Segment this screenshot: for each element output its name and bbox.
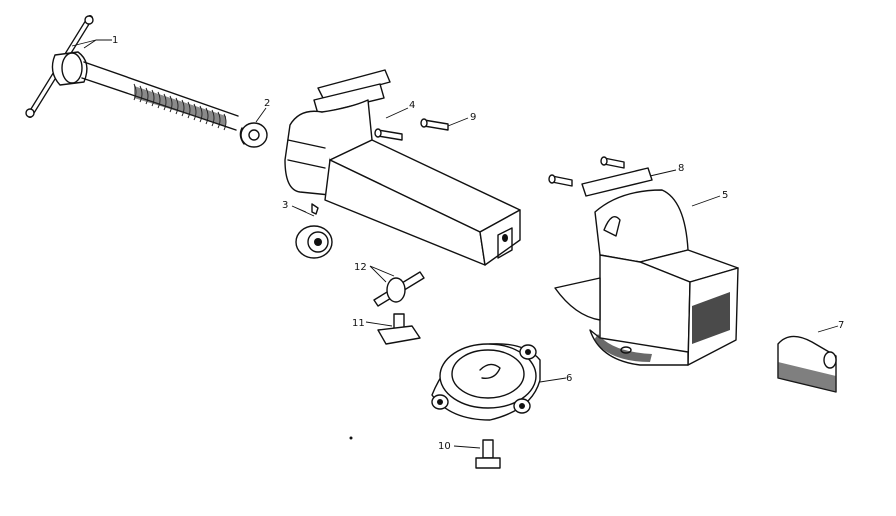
callout-leaders bbox=[71, 39, 839, 449]
callout-12: 12 bbox=[354, 262, 367, 273]
part-3-nut bbox=[295, 203, 333, 259]
callout-9: 9 bbox=[470, 112, 476, 123]
callout-6: 6 bbox=[566, 373, 572, 384]
part-8-rear-jaw-plate bbox=[548, 156, 653, 197]
part-6-swivel-base bbox=[431, 343, 541, 421]
callout-5: 5 bbox=[722, 190, 728, 201]
part-10-base-bolt bbox=[475, 439, 501, 469]
callout-3: 3 bbox=[282, 200, 288, 211]
part-11-clamp-bolt bbox=[377, 313, 421, 345]
callout-7: 7 bbox=[838, 320, 844, 331]
callout-11: 11 bbox=[352, 318, 365, 329]
callout-8: 8 bbox=[678, 163, 684, 174]
stray-dot bbox=[349, 436, 353, 440]
callout-1: 1 bbox=[112, 35, 118, 46]
callout-2: 2 bbox=[264, 98, 270, 109]
part-7-pipe-jaw-insert bbox=[777, 335, 837, 393]
callout-4: 4 bbox=[409, 100, 415, 111]
part-9-jaw-plate-screws bbox=[374, 118, 449, 141]
callout-10: 10 bbox=[438, 441, 451, 452]
part-12-lock-handle bbox=[373, 271, 425, 307]
part-2-washer bbox=[239, 122, 268, 148]
part-5-vise-body bbox=[554, 189, 739, 366]
part-4-front-jaw-and-slide bbox=[284, 69, 521, 266]
part-1-screw-and-handle bbox=[25, 15, 239, 131]
